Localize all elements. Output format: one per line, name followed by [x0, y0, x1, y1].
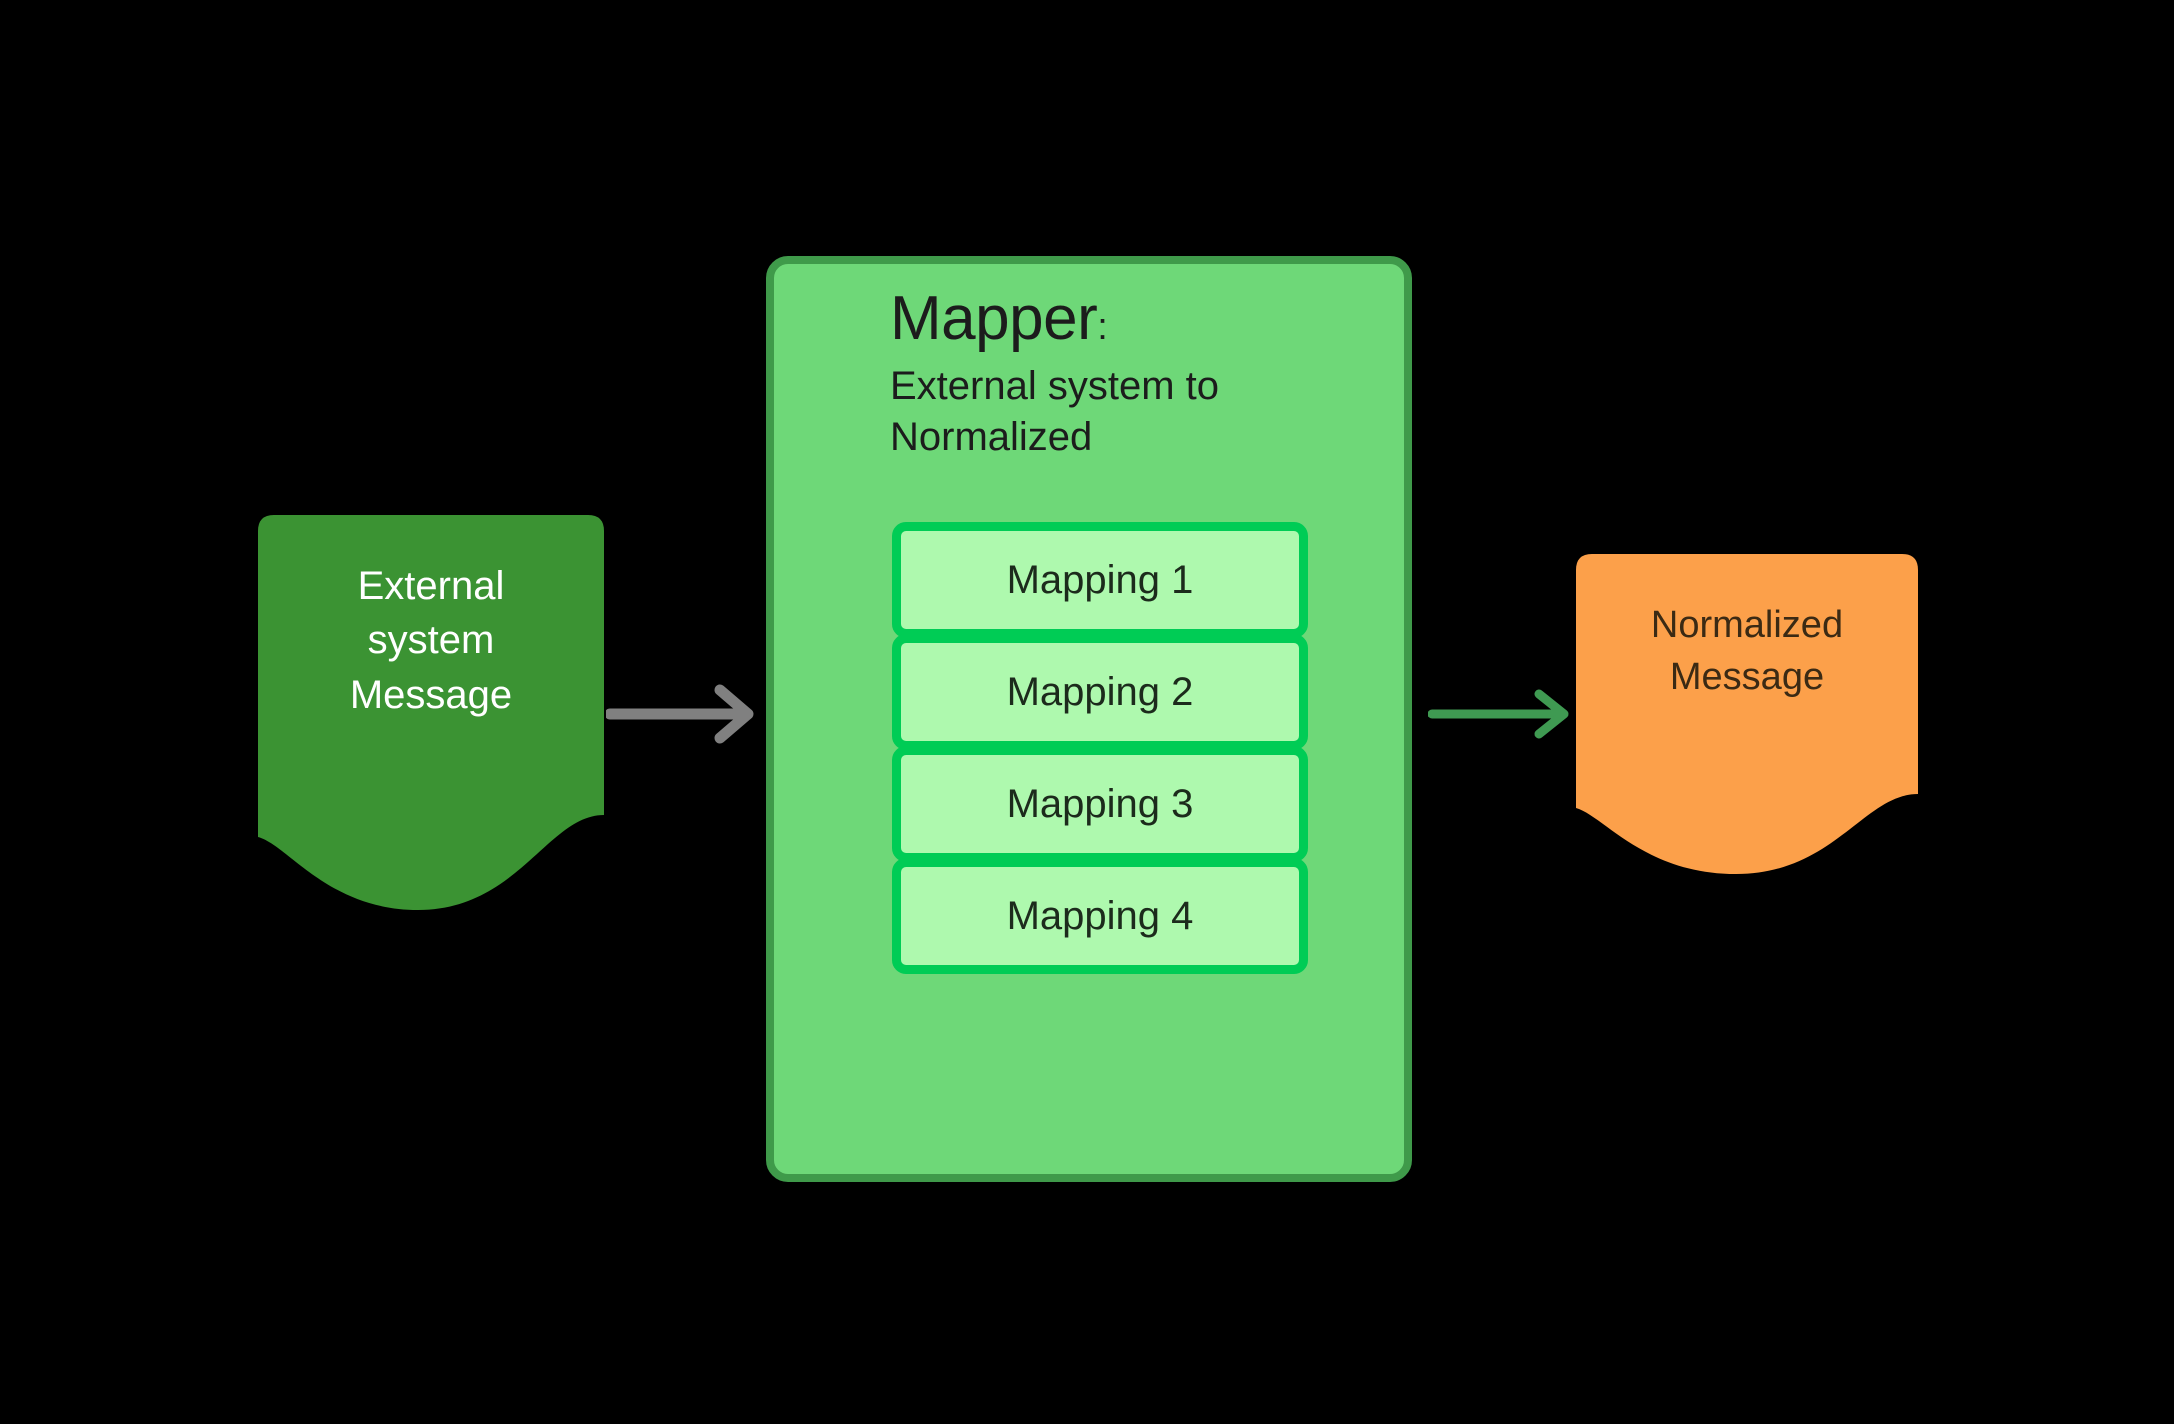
mapper-title: Mapper: — [890, 286, 1388, 351]
mapper-subtitle: External system to Normalized — [890, 364, 1220, 460]
arrow-right-icon — [1428, 689, 1569, 739]
mapping-item-label: Mapping 3 — [1006, 781, 1194, 826]
mapping-item-1[interactable]: Mapping 1 — [892, 522, 1308, 638]
mapper-container: Mapper: External system to Normalized Ma… — [766, 256, 1412, 1182]
mapper-title-text: Mapper — [890, 284, 1098, 353]
mapping-item-4[interactable]: Mapping 4 — [892, 858, 1308, 974]
source-document-shape: External system Message — [258, 515, 604, 910]
mapping-item-3[interactable]: Mapping 3 — [892, 746, 1308, 862]
mapper-header: Mapper: External system to Normalized — [890, 286, 1388, 463]
target-document-shape: Normalized Message — [1576, 554, 1918, 874]
arrow-mapper-to-target — [1428, 685, 1578, 743]
arrow-right-icon — [606, 684, 754, 744]
mapping-item-label: Mapping 1 — [1006, 557, 1194, 602]
mapper-title-colon: : — [1097, 306, 1108, 348]
mapping-item-label: Mapping 2 — [1006, 669, 1194, 714]
document-shape-icon — [258, 515, 604, 910]
mapping-item-label: Mapping 4 — [1006, 893, 1194, 938]
mapping-item-2[interactable]: Mapping 2 — [892, 634, 1308, 750]
arrow-source-to-mapper — [606, 683, 762, 745]
document-shape-icon — [1576, 554, 1918, 874]
